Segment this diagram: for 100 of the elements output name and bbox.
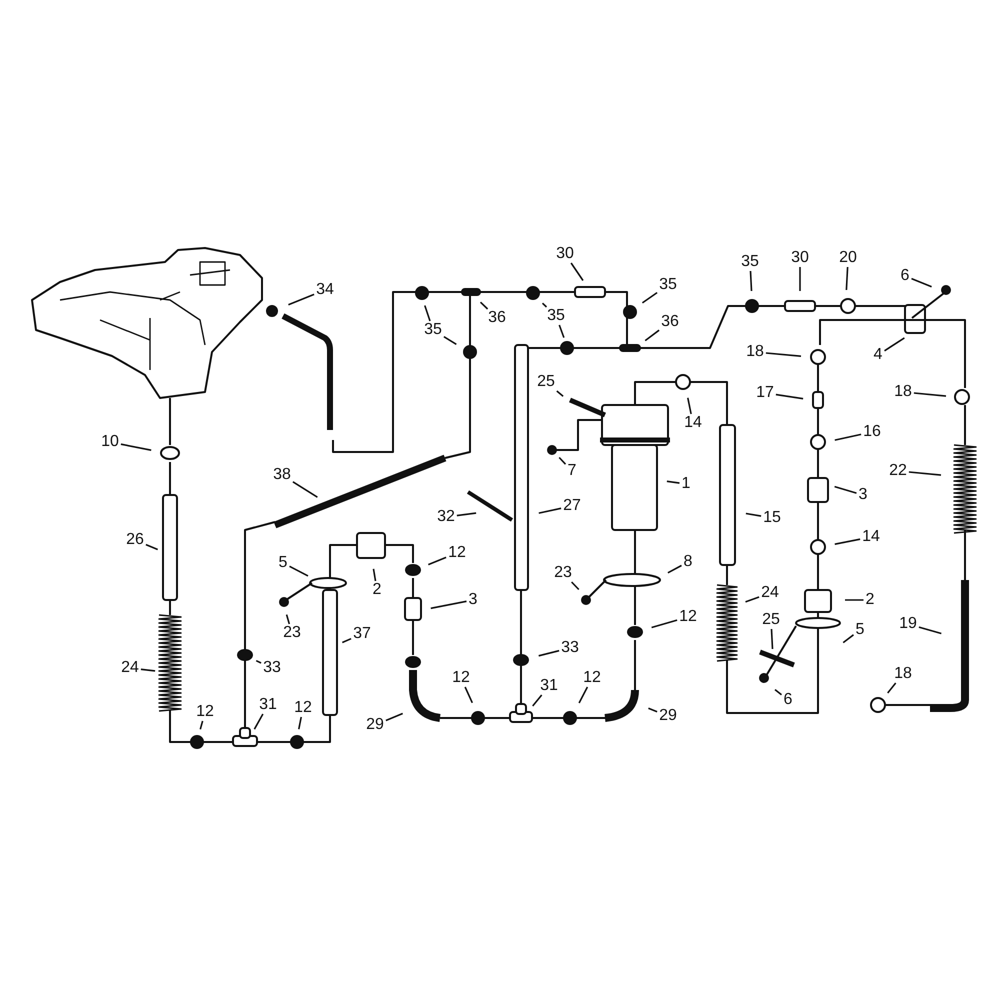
leader-line bbox=[428, 556, 446, 566]
leader-line bbox=[884, 337, 905, 352]
leader-line bbox=[556, 390, 564, 397]
callout-number: 17 bbox=[755, 385, 775, 401]
leader-line bbox=[538, 508, 562, 514]
callout-number: 19 bbox=[898, 616, 918, 632]
callout-number: 29 bbox=[658, 708, 678, 724]
callout-number: 37 bbox=[352, 626, 372, 642]
callout-number: 23 bbox=[553, 565, 573, 581]
leader-line bbox=[770, 628, 774, 650]
leader-line bbox=[648, 708, 658, 712]
callout-number: 7 bbox=[566, 463, 578, 479]
leader-line bbox=[914, 392, 946, 397]
leader-line bbox=[668, 564, 682, 574]
callout-number: 12 bbox=[195, 704, 215, 720]
leader-line bbox=[558, 456, 566, 465]
callout-number: 14 bbox=[683, 415, 703, 431]
leader-line bbox=[480, 302, 488, 310]
leader-line bbox=[424, 305, 431, 322]
leader-line bbox=[766, 352, 802, 357]
callout-number: 34 bbox=[315, 282, 335, 298]
callout-number: 8 bbox=[682, 554, 694, 570]
leader-line bbox=[570, 262, 584, 281]
callout-number: 20 bbox=[838, 250, 858, 266]
leader-line bbox=[750, 270, 752, 292]
callout-number: 12 bbox=[582, 670, 602, 686]
leader-line bbox=[842, 634, 854, 644]
leader-line bbox=[288, 294, 314, 306]
leader-line bbox=[298, 716, 302, 730]
leader-line bbox=[834, 486, 857, 494]
callout-number: 18 bbox=[893, 666, 913, 682]
callout-number: 6 bbox=[782, 692, 794, 708]
leader-line bbox=[776, 394, 804, 400]
callout-number: 16 bbox=[862, 424, 882, 440]
leader-line bbox=[687, 398, 692, 414]
callout-number: 24 bbox=[120, 660, 140, 676]
callout-number: 32 bbox=[436, 509, 456, 525]
callout-number: 30 bbox=[555, 246, 575, 262]
leader-line bbox=[372, 568, 376, 582]
leader-line bbox=[887, 682, 896, 694]
leader-line bbox=[845, 599, 864, 601]
callout-number: 1 bbox=[680, 476, 692, 492]
leader-line bbox=[464, 686, 474, 704]
leader-line bbox=[651, 619, 678, 628]
callout-number: 2 bbox=[372, 582, 382, 598]
leader-line bbox=[289, 566, 308, 577]
callout-number: 18 bbox=[893, 384, 913, 400]
leader-line bbox=[140, 668, 156, 672]
leader-line bbox=[908, 471, 942, 476]
leader-line bbox=[642, 292, 658, 304]
leader-line bbox=[571, 581, 580, 590]
callout-number: 38 bbox=[272, 467, 292, 483]
callout-number: 36 bbox=[660, 314, 680, 330]
callout-number: 6 bbox=[900, 268, 910, 284]
callout-number: 35 bbox=[658, 277, 678, 293]
leader-line bbox=[200, 720, 204, 730]
leader-line bbox=[146, 544, 158, 550]
callout-number: 3 bbox=[468, 592, 478, 608]
callout-number: 12 bbox=[447, 545, 467, 561]
leader-line bbox=[846, 266, 848, 290]
leader-line bbox=[256, 660, 262, 664]
callout-number: 24 bbox=[760, 585, 780, 601]
leader-line bbox=[911, 278, 932, 288]
callout-number: 12 bbox=[678, 609, 698, 625]
leader-line bbox=[386, 712, 403, 722]
callout-number: 22 bbox=[888, 463, 908, 479]
callout-number: 23 bbox=[282, 625, 302, 641]
callout-number: 18 bbox=[745, 344, 765, 360]
callout-number: 36 bbox=[487, 310, 507, 326]
callout-number: 15 bbox=[762, 510, 782, 526]
leader-line bbox=[542, 302, 548, 308]
callout-number: 27 bbox=[562, 498, 582, 514]
callout-number: 30 bbox=[790, 250, 810, 266]
callout-number: 10 bbox=[100, 434, 120, 450]
callout-number: 3 bbox=[858, 487, 868, 503]
callout-number: 14 bbox=[861, 529, 881, 545]
leader-line bbox=[774, 688, 782, 696]
callout-number: 35 bbox=[740, 254, 760, 270]
leader-line bbox=[254, 714, 264, 730]
leader-line bbox=[799, 267, 801, 291]
callout-number: 25 bbox=[536, 374, 556, 390]
callout-number: 35 bbox=[423, 322, 443, 338]
leader-line bbox=[558, 324, 565, 338]
callout-number: 33 bbox=[262, 660, 282, 676]
leader-line bbox=[456, 512, 476, 516]
leader-line bbox=[834, 434, 862, 441]
leader-line bbox=[666, 480, 680, 484]
callout-number: 25 bbox=[761, 612, 781, 628]
leader-line bbox=[578, 686, 588, 704]
callout-number: 33 bbox=[560, 640, 580, 656]
callout-number: 2 bbox=[864, 592, 876, 608]
callout-number: 31 bbox=[258, 697, 278, 713]
callout-number: 5 bbox=[854, 622, 866, 638]
leader-line bbox=[292, 481, 318, 498]
leader-line bbox=[834, 538, 860, 545]
leader-line bbox=[532, 694, 542, 706]
callout-number: 12 bbox=[451, 670, 471, 686]
leader-line bbox=[644, 330, 660, 342]
leader-line bbox=[120, 443, 152, 451]
callout-number: 4 bbox=[872, 347, 884, 363]
